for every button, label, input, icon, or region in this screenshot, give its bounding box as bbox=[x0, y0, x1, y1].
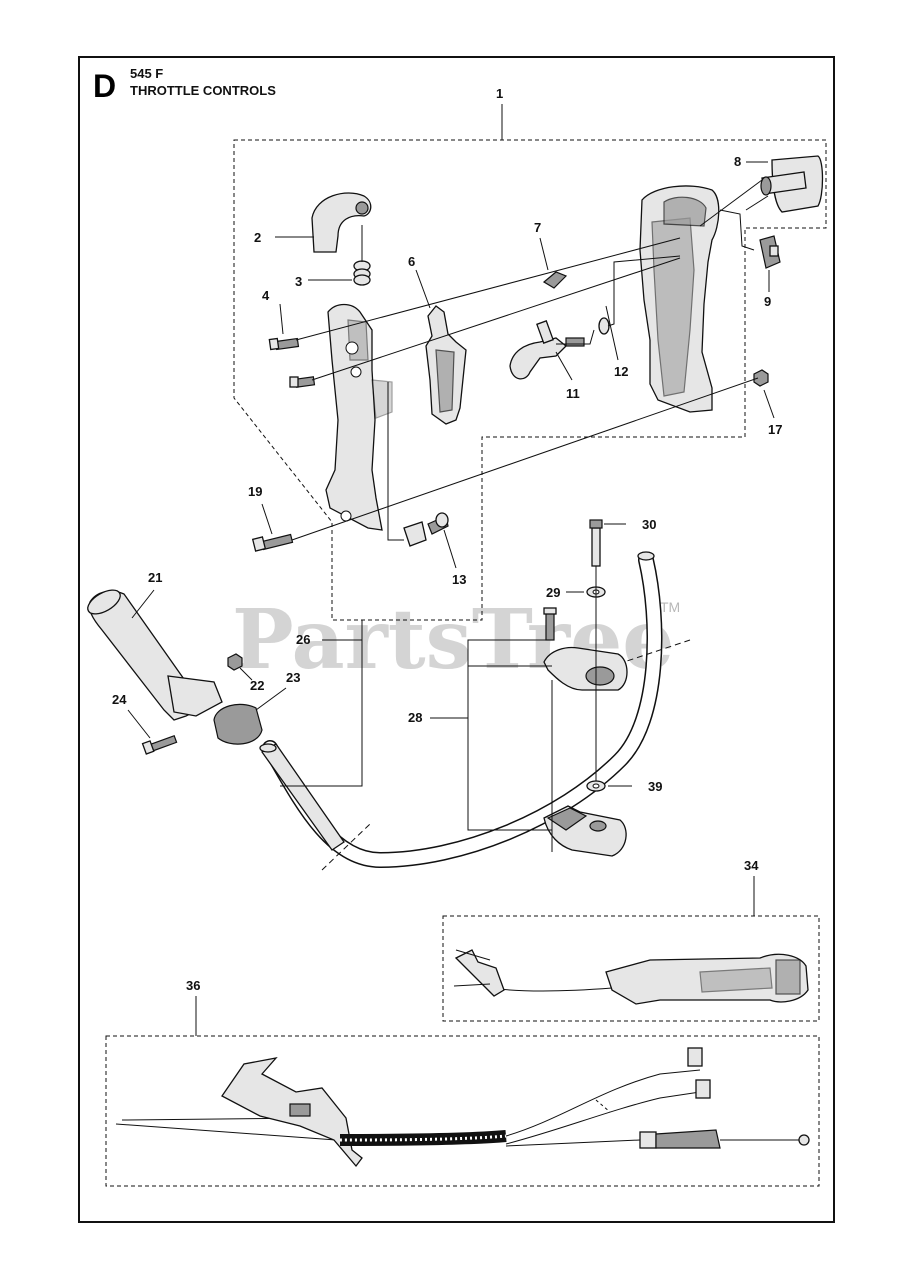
callout-4: 4 bbox=[262, 288, 270, 303]
callout-7: 7 bbox=[534, 220, 541, 235]
leader-19 bbox=[261, 503, 273, 535]
callout-26: 26 bbox=[296, 632, 310, 647]
callout-21: 21 bbox=[148, 570, 162, 585]
watermark-tm: TM bbox=[660, 599, 680, 615]
screw-28-small bbox=[543, 607, 557, 641]
throttle-trigger bbox=[425, 305, 467, 425]
leader-17 bbox=[763, 389, 775, 419]
leader-22 bbox=[239, 667, 253, 681]
callout-28: 28 bbox=[408, 710, 422, 725]
handlebar-clamp-bottom bbox=[543, 805, 627, 857]
assembly-1-boundary bbox=[233, 139, 827, 621]
leader-28-bracket bbox=[467, 639, 552, 831]
callout-9: 9 bbox=[764, 294, 771, 309]
cable-assembly-36 bbox=[115, 1047, 810, 1168]
throttle-cap bbox=[311, 192, 372, 253]
cable-handle-assembly-34 bbox=[453, 949, 809, 1005]
diagram-title: THROTTLE CONTROLS bbox=[130, 83, 276, 98]
section-letter: D bbox=[93, 68, 116, 104]
washer-39 bbox=[586, 780, 606, 792]
spring-7 bbox=[542, 271, 568, 289]
leader-21 bbox=[131, 589, 155, 619]
leader-13 bbox=[443, 529, 457, 569]
washer-12 bbox=[598, 317, 610, 335]
model-number: 545 F bbox=[130, 66, 163, 81]
bolt-30 bbox=[589, 519, 603, 567]
handlebar-clamp-top bbox=[543, 646, 628, 691]
callout-12: 12 bbox=[614, 364, 628, 379]
callout-39: 39 bbox=[648, 779, 662, 794]
callout-2: 2 bbox=[254, 230, 261, 245]
assembly-36-boundary bbox=[105, 1035, 820, 1187]
lever-11 bbox=[509, 320, 585, 380]
bolt-24 bbox=[141, 734, 178, 755]
nut-22 bbox=[227, 653, 243, 671]
stop-switch bbox=[759, 235, 781, 269]
callout-11: 11 bbox=[566, 386, 580, 401]
leader-23 bbox=[255, 687, 287, 711]
spring-3 bbox=[353, 260, 371, 286]
leader-26 bbox=[280, 639, 363, 787]
screw-19 bbox=[251, 533, 294, 552]
callout-3: 3 bbox=[295, 274, 302, 289]
callout-34: 34 bbox=[744, 858, 759, 873]
left-handle-half bbox=[325, 303, 393, 531]
callout-24: 24 bbox=[112, 692, 127, 707]
screw-4 bbox=[268, 337, 316, 388]
nut-17 bbox=[753, 369, 769, 387]
diagram-frame bbox=[78, 56, 835, 1223]
leader-4 bbox=[279, 303, 284, 335]
grip-21 bbox=[87, 589, 223, 721]
leader-11 bbox=[555, 351, 573, 381]
clamp-13 bbox=[403, 512, 449, 547]
callout-36: 36 bbox=[186, 978, 200, 993]
callout-22: 22 bbox=[250, 678, 264, 693]
callout-6: 6 bbox=[408, 254, 415, 269]
callout-30: 30 bbox=[642, 517, 656, 532]
callout-labels: 1 2 3 4 6 7 8 9 11 12 13 17 19 21 22 23 … bbox=[112, 86, 782, 993]
callout-19: 19 bbox=[248, 484, 262, 499]
callout-13: 13 bbox=[452, 572, 466, 587]
leader-12 bbox=[605, 305, 619, 361]
callout-1: 1 bbox=[496, 86, 503, 101]
right-handle-half bbox=[639, 185, 720, 413]
assembly-34-boundary bbox=[442, 915, 820, 1022]
callout-8: 8 bbox=[734, 154, 741, 169]
diagram-header: D 545 F THROTTLE CONTROLS bbox=[93, 66, 276, 104]
callout-17: 17 bbox=[768, 422, 782, 437]
leader-24 bbox=[127, 709, 151, 739]
throttle-knob bbox=[760, 155, 824, 213]
assembly-lines bbox=[291, 179, 769, 541]
leader-7 bbox=[539, 237, 549, 271]
callout-23: 23 bbox=[286, 670, 300, 685]
bar-extension bbox=[259, 743, 345, 851]
clamp-block-23 bbox=[213, 703, 263, 745]
callout-29: 29 bbox=[546, 585, 560, 600]
leader-6 bbox=[415, 269, 431, 309]
